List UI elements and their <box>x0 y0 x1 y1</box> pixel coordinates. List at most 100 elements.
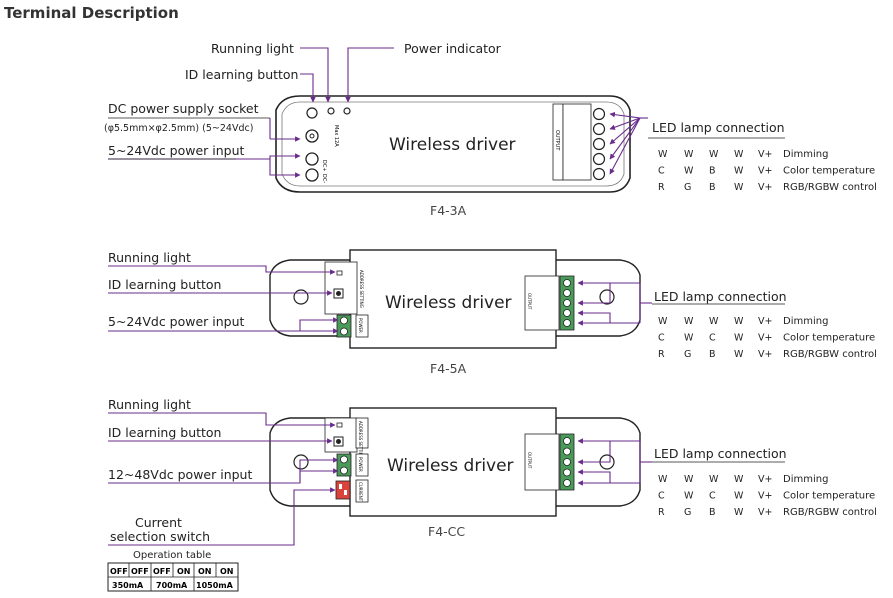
model-name-cc: F4-CC <box>428 524 465 539</box>
wiring-cell: W <box>658 474 668 485</box>
power-mark-5a: POWER <box>358 318 363 333</box>
wiring-cell: W <box>658 316 668 327</box>
wiring-cell: W <box>734 182 744 193</box>
wiring-cell: C <box>658 333 665 344</box>
op-switch-5: ON <box>198 567 212 576</box>
wiring-cell: W <box>734 349 744 360</box>
wiring-cell: V+ <box>758 474 772 485</box>
wiring-mode-label: Color temperature <box>783 491 875 502</box>
wiring-cell: C <box>709 491 716 502</box>
callout-running-light-5a: Running light <box>108 250 191 265</box>
output-mark-cc: OUTPUT <box>527 452 532 469</box>
power-label-5a <box>355 314 369 338</box>
wiring-cell: W <box>684 149 694 160</box>
max-current-mark: Max 12A <box>333 125 339 147</box>
dc-socket-pin <box>309 133 315 139</box>
dc-plus-mark: DC+ <box>321 160 327 172</box>
wiring-cell: W <box>734 166 744 177</box>
callout-id-learning-cc: ID learning button <box>108 425 221 440</box>
model-name-5a: F4-5A <box>430 361 467 376</box>
wiring-cell: W <box>709 149 719 160</box>
wiring-cell: W <box>734 491 744 502</box>
wiring-cell: W <box>658 149 668 160</box>
device-label-3a: Wireless driver <box>389 135 516 155</box>
wiring-mode-label: Color temperature <box>783 166 875 177</box>
op-current-2: 700mA <box>156 581 188 590</box>
callout-current-selection-1: Current <box>135 515 182 530</box>
dc-minus-mark: DC- <box>321 174 327 183</box>
wiring-cell: R <box>658 507 665 518</box>
address-setting-plate <box>324 261 358 315</box>
op-switch-2: OFF <box>131 567 149 576</box>
op-switch-6: ON <box>220 567 234 576</box>
wiring-cell: C <box>658 491 665 502</box>
led-connection-arrows-cc <box>577 438 652 486</box>
mount-hole-left-cc <box>293 454 309 470</box>
power-label-cc <box>355 453 369 477</box>
callout-lines-5a <box>108 265 339 334</box>
callout-power-input-3a: 5~24Vdc power input <box>108 143 245 158</box>
callout-power-indicator: Power indicator <box>404 41 502 56</box>
current-switch-cc[interactable] <box>335 480 351 500</box>
device-f4-cc: ADDRESS SETTING POWER CURRENT Wireless d… <box>108 397 787 546</box>
wiring-cell: V+ <box>758 349 772 360</box>
callout-id-learning-3a: ID learning button <box>185 67 298 82</box>
operation-table: Operation table OFF OFF OFF ON ON ON 350… <box>107 550 239 592</box>
mount-hole-left <box>293 289 309 305</box>
running-light-led-5a <box>336 270 343 276</box>
device-f4-3a: DC+ DC- Max 12A Wireless driver OUTPUT <box>104 41 785 218</box>
wiring-mode-label: Color temperature <box>783 333 875 344</box>
wiring-cell: R <box>658 349 665 360</box>
wiring-mode-label: RGB/RGBW control <box>783 507 877 518</box>
wiring-cell: V+ <box>758 507 772 518</box>
device-label-cc: Wireless driver <box>387 456 514 476</box>
output-label-block-cc <box>524 433 560 491</box>
mount-hole-right <box>599 289 615 305</box>
wiring-cell: W <box>734 474 744 485</box>
wiring-mode-label: Dimming <box>783 149 828 160</box>
wiring-cell: B <box>709 166 716 177</box>
device-label-5a: Wireless driver <box>385 293 512 313</box>
wiring-cell: V+ <box>758 149 772 160</box>
wiring-cell: W <box>734 333 744 344</box>
current-mark-cc: CURRENT <box>358 482 363 502</box>
output-terminals-5a <box>563 279 571 327</box>
callout-running-light-cc: Running light <box>108 397 191 412</box>
callout-running-light-3a: Running light <box>211 41 294 56</box>
op-current-1: 350mA <box>112 581 144 590</box>
led-connection-arrows-3a <box>609 111 648 175</box>
led-connection-arrows-5a <box>577 280 652 326</box>
callout-current-selection-2: selection switch <box>110 529 210 544</box>
operation-table-title: Operation table <box>133 550 211 561</box>
output-mark: OUTPUT <box>554 130 560 151</box>
wiring-cell: W <box>684 333 694 344</box>
wiring-cell: W <box>684 166 694 177</box>
op-switch-1: OFF <box>110 567 128 576</box>
f4-3a-housing <box>275 95 631 193</box>
led-header-5a: LED lamp connection <box>654 289 787 304</box>
wiring-mode-label: Dimming <box>783 474 828 485</box>
id-learning-button[interactable] <box>327 107 335 115</box>
wiring-cell: R <box>658 182 665 193</box>
output-terminals-cc <box>563 437 571 487</box>
op-switch-4: ON <box>177 567 191 576</box>
page-title: Terminal Description <box>4 4 179 22</box>
wiring-cell: W <box>709 474 719 485</box>
current-label-cc <box>355 479 369 503</box>
power-indicator-led <box>343 107 351 115</box>
callout-dc-socket-spec: (φ5.5mm×φ2.5mm) (5~24Vdc) <box>104 123 253 134</box>
wiring-cell: G <box>684 349 691 360</box>
wiring-cell: V+ <box>758 491 772 502</box>
wiring-cell: W <box>684 491 694 502</box>
running-light-led-cc <box>336 422 343 428</box>
op-current-3: 1050mA <box>196 581 234 590</box>
device-f4-5a: ADDRESS SETTING POWER Wireless driver OU… <box>108 249 787 376</box>
output-terminal-block <box>562 103 592 181</box>
callout-dc-socket: DC power supply socket <box>108 101 259 116</box>
address-setting-label-cc <box>355 417 369 449</box>
running-light-led <box>306 107 318 119</box>
wiring-cell: C <box>709 333 716 344</box>
wiring-cell: W <box>684 474 694 485</box>
